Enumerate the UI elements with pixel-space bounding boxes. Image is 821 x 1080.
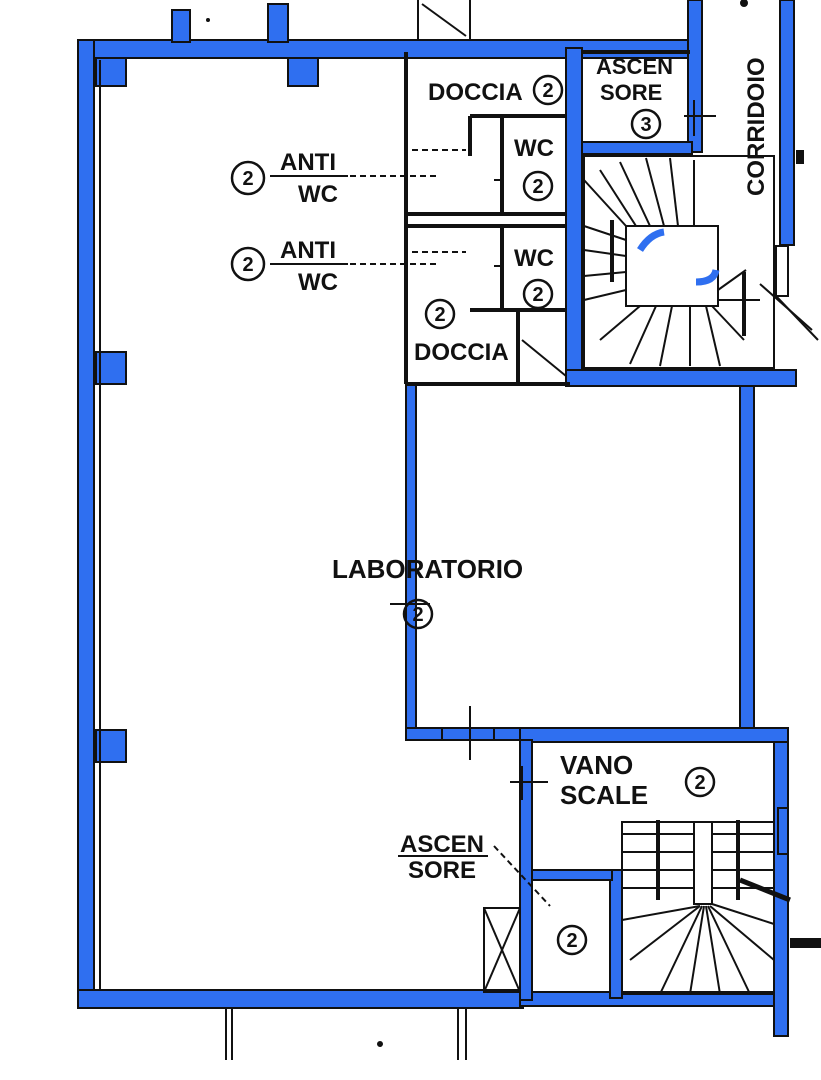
pillars — [95, 3, 319, 763]
staircase-bottom — [621, 820, 791, 995]
label-ascensore-bottom-2: SORE — [408, 857, 476, 884]
exterior-walls — [77, 0, 795, 1037]
wall-elevator-right — [609, 869, 623, 999]
tag-doccia-top: 2 — [542, 80, 553, 102]
label-antiwc-2-b: WC — [298, 269, 338, 296]
wall-stair-block-left — [565, 47, 583, 385]
tag-ascensore-bottom: 2 — [566, 930, 577, 952]
label-ascensore-bottom-1: ASCEN — [400, 831, 484, 858]
label-ascensore-top-2: SORE — [600, 80, 662, 105]
staircase-top — [583, 155, 819, 369]
tag-laboratorio: 2 — [412, 604, 423, 626]
label-ascensore-top-1: ASCEN — [596, 54, 673, 79]
label-antiwc-2-a: ANTI — [280, 237, 336, 264]
label-antiwc-1-b: WC — [298, 181, 338, 208]
elevator-shaft-bottom — [483, 907, 521, 993]
tag-wc-2: 2 — [532, 284, 543, 306]
pillar — [267, 3, 289, 43]
label-wc-1: WC — [514, 135, 554, 162]
wall-right-mid — [739, 383, 755, 731]
wall-stair-block-bottom — [565, 369, 797, 387]
tag-doccia-bottom: 2 — [434, 304, 445, 326]
room-tag-circles — [230, 74, 716, 956]
door-markers — [225, 0, 716, 1060]
tag-antiwc-1: 2 — [242, 168, 253, 190]
label-laboratorio: LABORATORIO — [332, 554, 523, 584]
tag-wc-1: 2 — [532, 176, 543, 198]
label-vano-scale-2: SCALE — [560, 780, 648, 810]
label-wc-2: WC — [514, 245, 554, 272]
pillar — [287, 57, 319, 87]
door-lines — [270, 149, 551, 907]
edge-marks — [206, 0, 821, 1047]
label-doccia-top: DOCCIA — [428, 79, 523, 106]
wall-corridor-left — [687, 0, 703, 153]
tag-ascensore-top: 3 — [640, 114, 651, 136]
bathroom-partitions — [404, 50, 690, 386]
pillar — [171, 9, 191, 43]
wall-elevator-top — [531, 869, 613, 881]
room-labels: DOCCIA 2 ASCEN SORE 3 CORRIDOIO WC 2 WC … — [242, 54, 770, 952]
tag-antiwc-2: 2 — [242, 254, 253, 276]
label-corridoio: CORRIDOIO — [743, 57, 770, 196]
label-underlines — [276, 175, 488, 857]
wall-lower-block-top — [519, 727, 789, 743]
wall-left — [77, 39, 95, 1009]
tag-vano-scale: 2 — [694, 772, 705, 794]
wall-corridor-right — [779, 0, 795, 246]
wall-bottom — [77, 989, 524, 1009]
wall-right-lower — [773, 727, 789, 1037]
interior-walls — [405, 47, 797, 1001]
label-vano-scale-1: VANO — [560, 750, 633, 780]
label-antiwc-1-a: ANTI — [280, 149, 336, 176]
wall-stair-block-top — [581, 141, 693, 155]
label-doccia-bottom: DOCCIA — [414, 339, 509, 366]
